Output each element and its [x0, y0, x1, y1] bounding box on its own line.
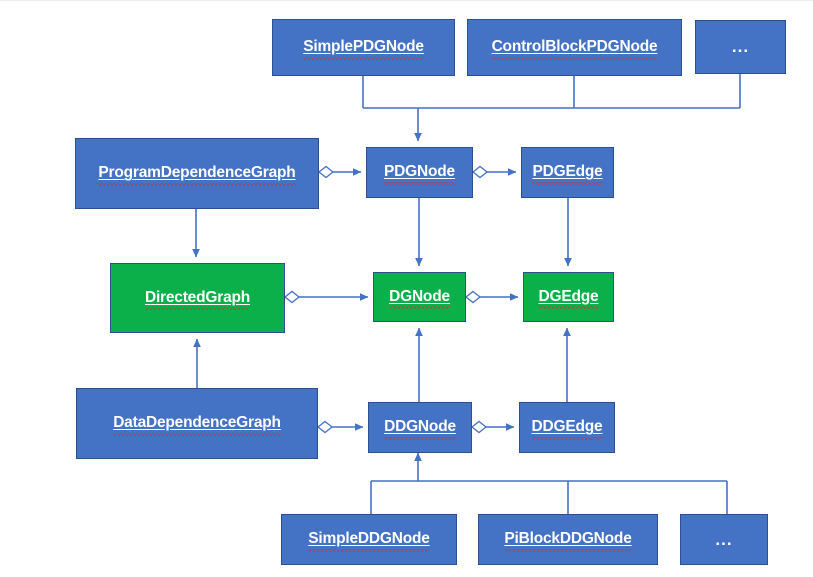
edge-ddgnode-to-ddgedge — [470, 420, 515, 434]
class-node-label: DirectedGraph — [144, 288, 251, 310]
class-node-pdg-edge[interactable]: PDGEdge — [521, 147, 614, 198]
class-node-label: DGEdge — [538, 287, 599, 309]
class-node-label: DataDependenceGraph — [113, 414, 281, 436]
class-node-control-block-pdg-node[interactable]: ControlBlockPDGNode — [467, 19, 682, 76]
class-node-bottom-ellipsis[interactable]: ... — [680, 514, 768, 565]
class-node-label: ... — [715, 529, 733, 549]
class-node-label: DGNode — [389, 287, 450, 309]
class-node-label: DDGNode — [384, 418, 456, 440]
class-node-label: DDGEdge — [531, 418, 603, 440]
edge-bottom-subclasses-to-ddgnode — [370, 452, 728, 514]
class-node-dg-edge[interactable]: DGEdge — [523, 272, 614, 322]
canvas-top-divider — [0, 0, 813, 1]
class-node-label: ControlBlockPDGNode — [491, 38, 658, 60]
edge-directedgraph-to-dgnode — [283, 290, 369, 304]
edge-top-subclasses-to-pdgnode — [362, 74, 741, 142]
class-node-label: ProgramDependenceGraph — [98, 164, 296, 186]
class-node-label: PDGEdge — [532, 163, 603, 185]
class-node-label: SimpleDDGNode — [308, 530, 431, 552]
class-node-label: PiBlockDDGNode — [504, 530, 632, 552]
edge-dgnode-to-dgedge — [464, 290, 519, 304]
class-node-directed-graph[interactable]: DirectedGraph — [110, 263, 285, 333]
class-node-pdg-node[interactable]: PDGNode — [366, 147, 473, 198]
edge-pdgnode-to-pdgedge — [471, 165, 517, 179]
edge-ddg-to-ddgnode — [316, 420, 364, 434]
class-node-data-dependence-graph[interactable]: DataDependenceGraph — [76, 388, 318, 459]
class-node-ddg-node[interactable]: DDGNode — [368, 402, 472, 453]
class-node-label: ... — [731, 37, 750, 56]
class-node-dg-node[interactable]: DGNode — [373, 272, 466, 322]
class-node-top-ellipsis[interactable]: ... — [695, 20, 786, 74]
edge-pdg-to-pdgnode — [317, 165, 362, 179]
class-node-label: SimplePDGNode — [303, 38, 424, 60]
class-node-ddg-edge[interactable]: DDGEdge — [519, 402, 615, 453]
class-node-simple-pdg-node[interactable]: SimplePDGNode — [272, 19, 455, 76]
class-node-program-dependence-graph[interactable]: ProgramDependenceGraph — [75, 138, 319, 209]
class-node-label: PDGNode — [384, 163, 455, 185]
class-node-simple-ddg-node[interactable]: SimpleDDGNode — [281, 514, 457, 565]
class-node-pi-block-ddg-node[interactable]: PiBlockDDGNode — [478, 514, 658, 565]
